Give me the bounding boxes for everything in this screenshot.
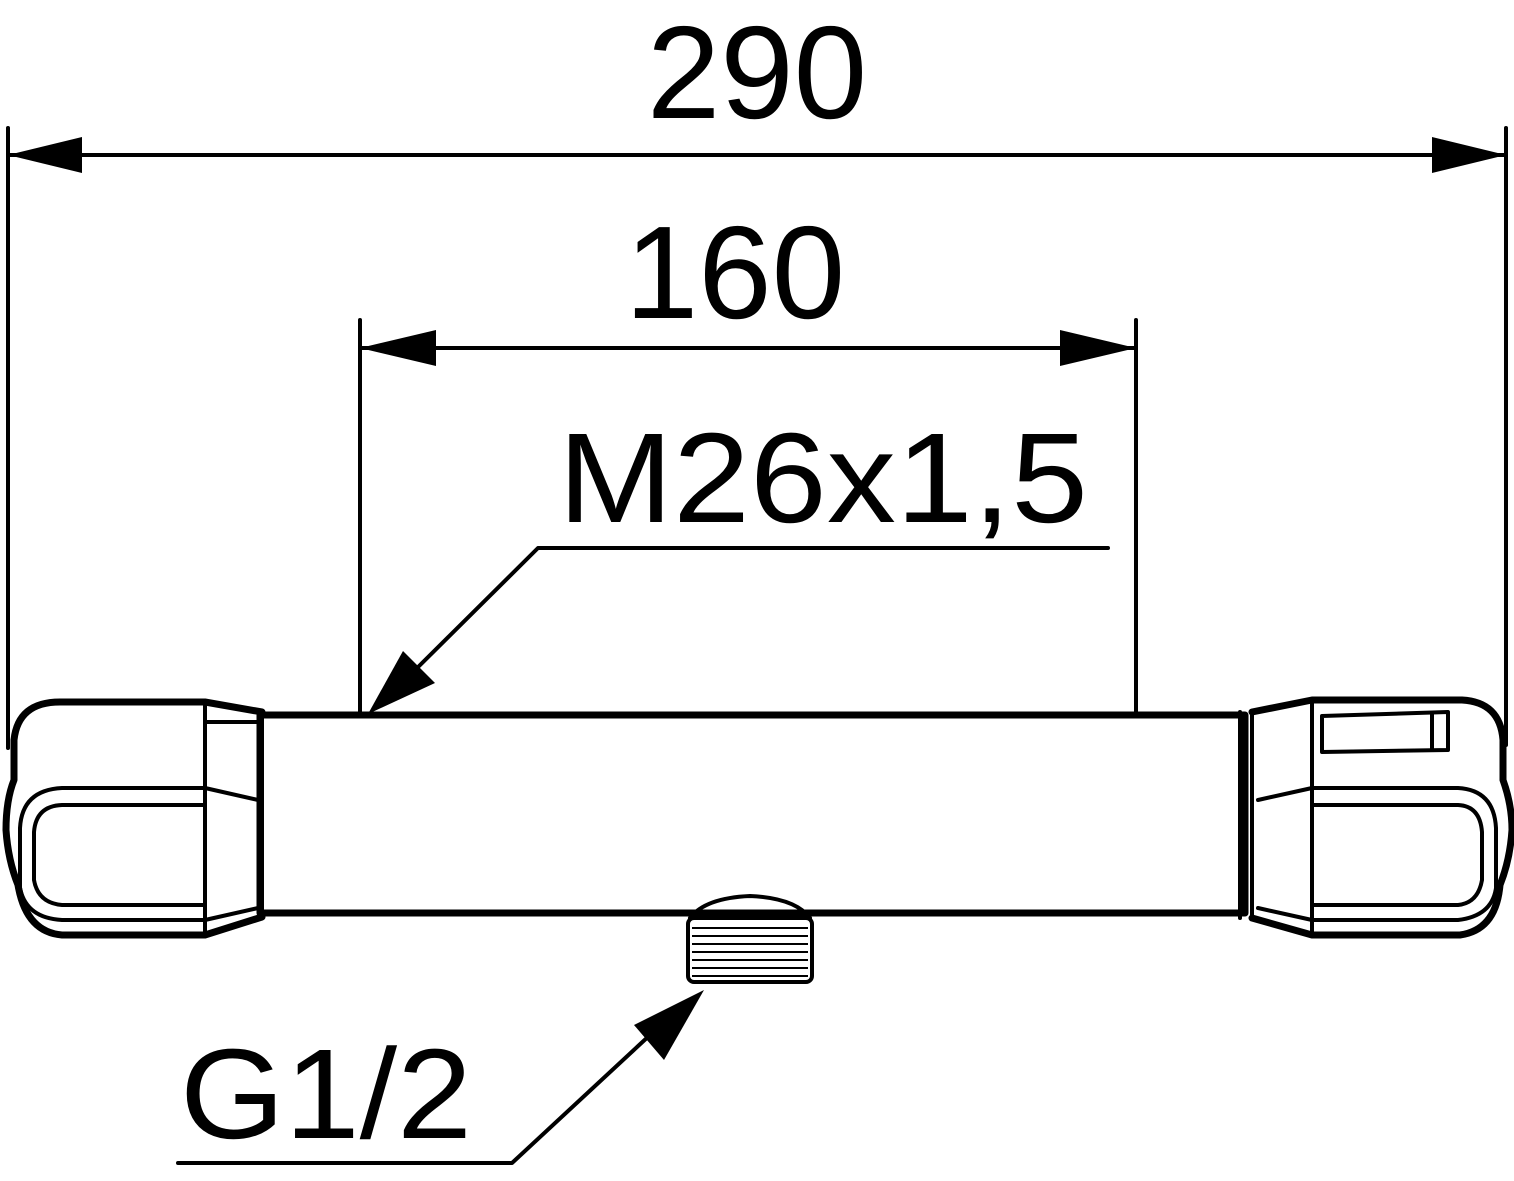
right-handle-inner-grip-2 bbox=[1310, 803, 1484, 907]
outlet-thread-label: G1/2 bbox=[180, 1023, 472, 1166]
main-body bbox=[256, 711, 1249, 917]
outlet-connector-neck bbox=[688, 894, 812, 920]
right-handle-outline bbox=[1248, 696, 1514, 939]
outlet-thread-leader bbox=[176, 1033, 652, 1165]
mixer-body bbox=[256, 711, 1249, 917]
inlet-thread-leader-arrow bbox=[368, 651, 435, 714]
inlet-thread-leader bbox=[403, 546, 1110, 682]
inlet-thread-label: M26x1,5 bbox=[558, 407, 1088, 550]
overall-dimension: 290 bbox=[6, 0, 1508, 750]
spacing-arrow-left bbox=[360, 330, 436, 366]
left-handle bbox=[2, 698, 266, 939]
outlet-connector bbox=[686, 894, 814, 984]
inlet-thread-callout: M26x1,5 bbox=[368, 407, 1110, 714]
right-handle bbox=[1238, 696, 1514, 939]
outlet-thread-leader-arrow bbox=[634, 990, 704, 1060]
right-handle-inner-grip bbox=[1256, 786, 1498, 922]
left-handle-outline bbox=[2, 698, 266, 939]
spacing-dimension-label: 160 bbox=[625, 199, 845, 346]
overall-dimension-label: 290 bbox=[647, 0, 867, 146]
left-handle-inner-grip-2 bbox=[32, 803, 207, 907]
outlet-thread-lines bbox=[692, 927, 808, 977]
outlet-thread-callout: G1/2 bbox=[176, 990, 704, 1166]
temperature-scale-window bbox=[1320, 710, 1450, 754]
outlet-threaded-nipple bbox=[686, 916, 814, 984]
spacing-arrow-right bbox=[1060, 330, 1136, 366]
overall-arrow-right bbox=[1432, 137, 1506, 173]
overall-arrow-left bbox=[8, 137, 82, 173]
left-handle-inner-grip bbox=[18, 786, 260, 922]
inlet-spacing-dimension: 160 bbox=[358, 199, 1138, 714]
